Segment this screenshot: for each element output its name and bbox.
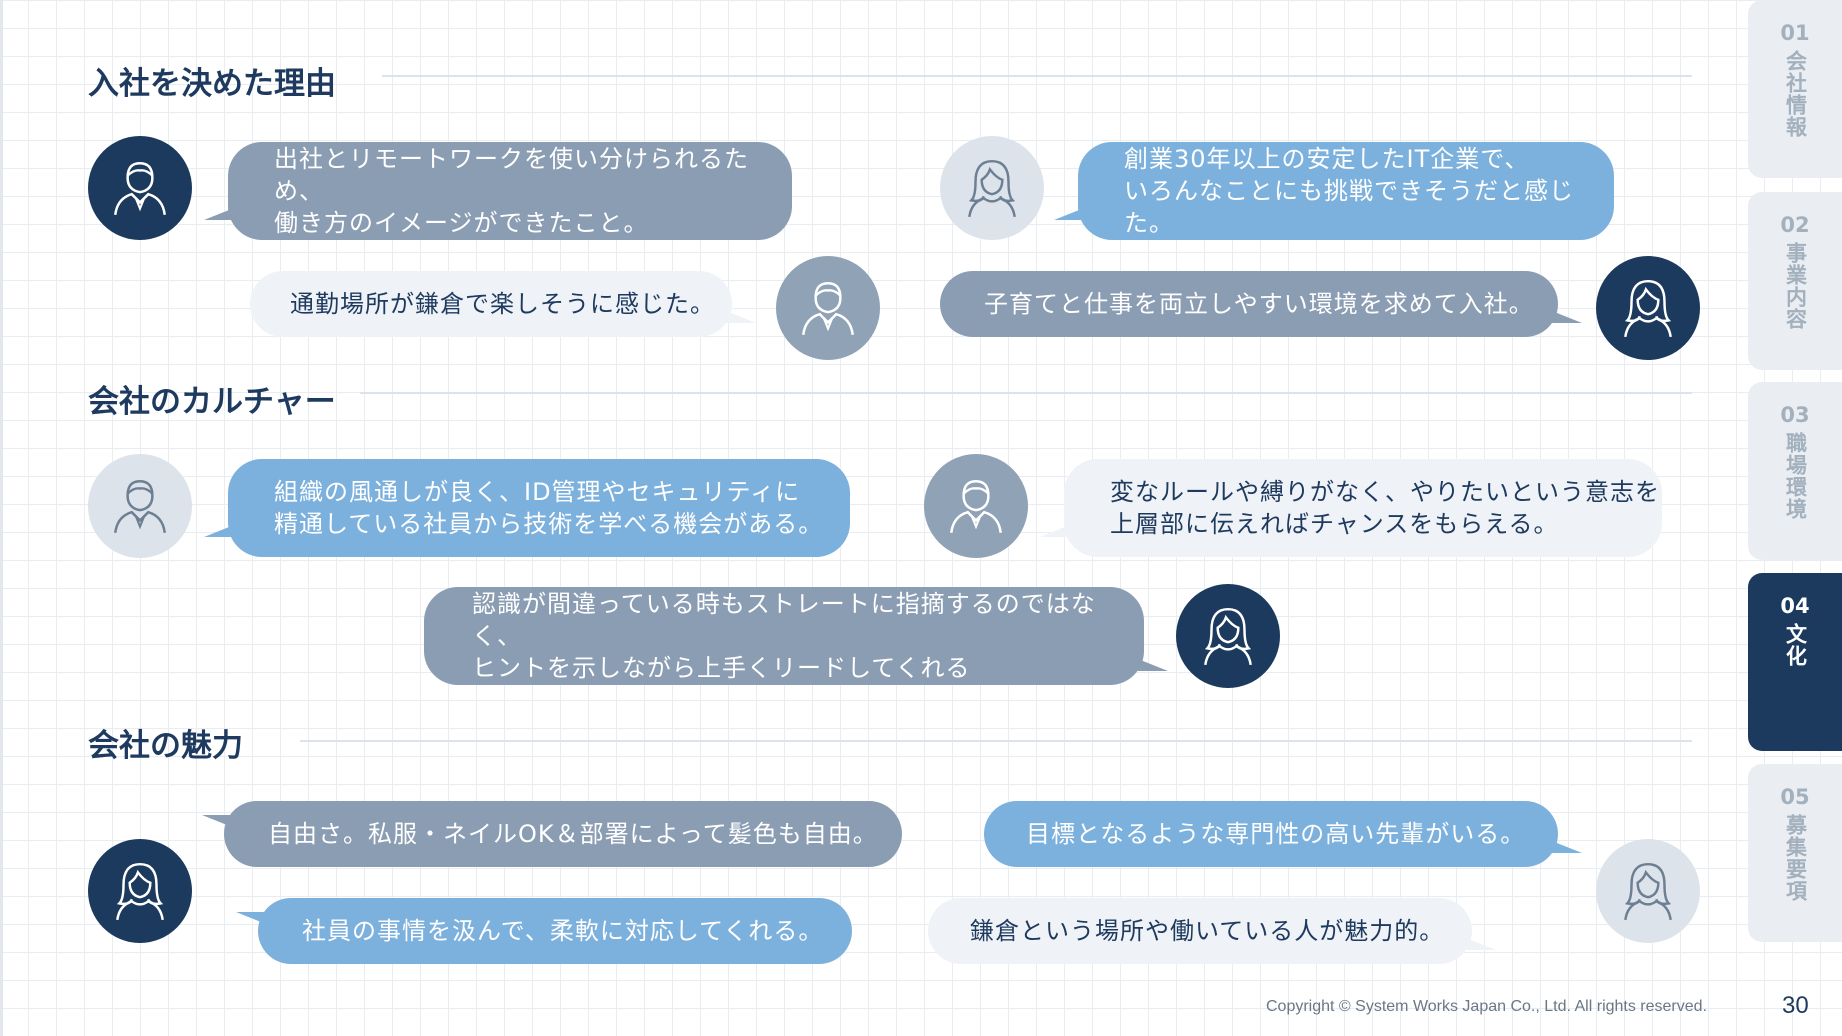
woman-avatar-icon: [1615, 858, 1681, 924]
avatar: [88, 839, 192, 943]
speech-bubble: 組織の風通しが良く、ID管理やセキュリティに 精通している社員から技術を学べる機…: [204, 459, 850, 557]
speech-bubble: 鎌倉という場所や働いている人が魅力的。: [928, 898, 1496, 964]
nav-tab-workplace[interactable]: 03 職場環境: [1748, 382, 1842, 560]
woman-avatar-icon: [959, 155, 1025, 221]
avatar: [1176, 584, 1280, 688]
speech-bubble: 社員の事情を汲んで、柔軟に対応してくれる。: [236, 898, 852, 964]
nav-tab-number: 03: [1780, 403, 1810, 427]
speech-bubble: 創業30年以上の安定したIT企業で、 いろんなことにも挑戦できそうだと感じた。: [1054, 142, 1614, 240]
nav-tab-culture[interactable]: 04 文化: [1748, 573, 1842, 751]
man-avatar-icon: [107, 155, 173, 221]
nav-tab-number: 01: [1780, 21, 1810, 45]
nav-tab-label: 文化: [1783, 623, 1808, 667]
speech-bubble: 変なルールや縛りがなく、やりたいという意志を 上層部に伝えればチャンスをもらえる…: [1040, 459, 1662, 557]
speech-bubble: 子育てと仕事を両立しやすい環境を求めて入社。: [940, 271, 1582, 337]
speech-bubble: 出社とリモートワークを使い分けられるため、 働き方のイメージができたこと。: [204, 142, 792, 240]
woman-avatar-icon: [1195, 603, 1261, 669]
nav-tab-label: 会社情報: [1783, 50, 1808, 138]
avatar: [940, 136, 1044, 240]
nav-tab-company-info[interactable]: 01 会社情報: [1748, 0, 1842, 178]
avatar: [88, 454, 192, 558]
nav-tab-label: 募集要項: [1783, 814, 1808, 902]
copyright-text: Copyright © System Works Japan Co., Ltd.…: [1266, 998, 1707, 1015]
section-divider: [360, 392, 1692, 394]
nav-tab-label: 職場環境: [1783, 432, 1808, 520]
man-avatar-icon: [107, 473, 173, 539]
avatar: [88, 136, 192, 240]
speech-bubble: 通勤場所が鎌倉で楽しそうに感じた。: [250, 271, 756, 337]
speech-bubble: 認識が間違っている時もストレートに指摘するのではなく、 ヒントを示しながら上手く…: [424, 587, 1168, 685]
nav-tab-business[interactable]: 02 事業内容: [1748, 192, 1842, 370]
man-avatar-icon: [943, 473, 1009, 539]
section-divider: [382, 75, 1692, 77]
avatar: [1596, 256, 1700, 360]
nav-tab-label: 事業内容: [1783, 242, 1808, 330]
section-title-appeal: 会社の魅力: [88, 728, 243, 764]
avatar: [924, 454, 1028, 558]
woman-avatar-icon: [107, 858, 173, 924]
nav-tab-number: 04: [1780, 594, 1810, 618]
nav-tab-recruitment[interactable]: 05 募集要項: [1748, 764, 1842, 942]
side-nav: 01 会社情報 02 事業内容 03 職場環境 04 文化 05 募集要項: [1748, 0, 1842, 1036]
speech-bubble: 目標となるような専門性の高い先輩がいる。: [984, 801, 1582, 867]
nav-tab-number: 05: [1780, 785, 1810, 809]
woman-avatar-icon: [1615, 275, 1681, 341]
section-title-culture: 会社のカルチャー: [88, 384, 336, 420]
avatar: [1596, 839, 1700, 943]
man-avatar-icon: [795, 275, 861, 341]
avatar: [776, 256, 880, 360]
left-edge: [0, 0, 3, 1036]
section-title-reason: 入社を決めた理由: [88, 66, 336, 102]
section-divider: [300, 740, 1692, 742]
nav-tab-number: 02: [1780, 213, 1810, 237]
page-number: 30: [1782, 992, 1809, 1019]
speech-bubble: 自由さ。私服・ネイルOK＆部署によって髪色も自由。: [202, 801, 902, 867]
